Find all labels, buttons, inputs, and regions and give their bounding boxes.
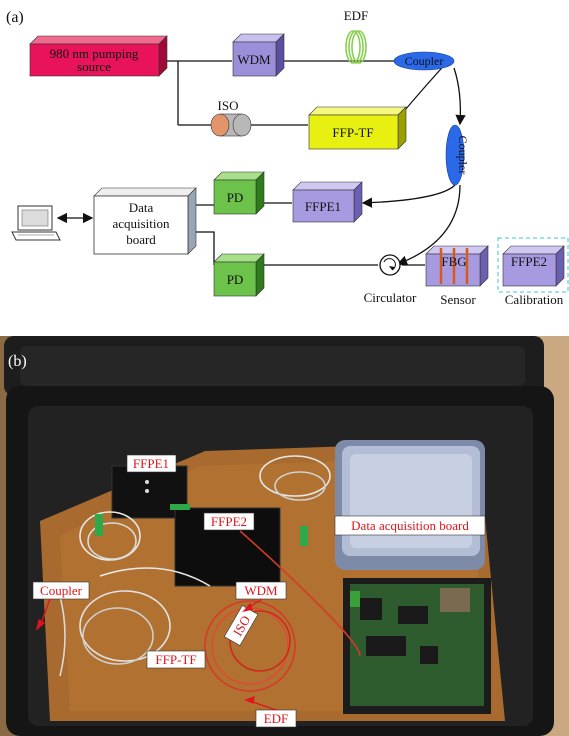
wdm-label: WDM [237, 52, 271, 67]
daq-board-block: Data acquisition board [93, 187, 197, 255]
pump-source-label-1: 980 nm pumping [50, 46, 139, 61]
sensor-label: Sensor [440, 292, 476, 307]
pd-1-label: PD [227, 190, 244, 205]
pd-1-block: PD [213, 171, 265, 215]
svg-text:FFPE1: FFPE1 [133, 456, 169, 471]
pump-source-label-2: source [77, 59, 111, 74]
fbg-grating-icon [439, 248, 469, 284]
edf-coil-icon [345, 30, 367, 64]
ffpe2-block: FFPE2 [502, 245, 565, 287]
coupler-2: Coupler [445, 124, 470, 186]
coupler-1-label: Coupler [405, 54, 444, 68]
coupler-2-label: Coupler [456, 136, 470, 175]
svg-text:Coupler: Coupler [40, 583, 83, 598]
ffpe1-label: FFPE1 [305, 199, 341, 214]
photo-label-daq: Data acquisition board [334, 515, 486, 536]
photo-pointer-arrows [35, 598, 277, 711]
calibration-label: Calibration [505, 292, 564, 307]
circulator-label: Circulator [364, 290, 417, 305]
circulator-icon [379, 254, 401, 276]
isolator: ISO [210, 98, 252, 137]
pump-source-block: 980 nm pumping source [29, 35, 168, 77]
fbg-sensor-block: FBG [425, 245, 489, 287]
ffp-tf-label: FFP-TF [332, 125, 373, 140]
svg-text:FFP-TF: FFP-TF [155, 652, 196, 667]
computer-icon [11, 205, 61, 241]
daq-label-1: Data [129, 200, 154, 215]
calibration-box [497, 237, 569, 293]
pd-2-block: PD [213, 253, 265, 297]
ffp-tf-block: FFP-TF [308, 106, 407, 150]
fbg-label: FBG [441, 254, 466, 269]
svg-text:Data acquisition board: Data acquisition board [351, 518, 469, 533]
ffpe1-block: FFPE1 [292, 181, 363, 223]
system-schematic: (a) 980 nm pumping source WDM [6, 8, 569, 307]
panel-a-label: (a) [6, 9, 24, 26]
daq-label-3: board [126, 232, 156, 247]
fiber-loops [59, 455, 361, 692]
coupler-1: Coupler [393, 51, 455, 71]
iso-label: ISO [218, 98, 239, 113]
svg-text:EDF: EDF [264, 711, 289, 726]
daq-label-2: acquisition [112, 216, 170, 231]
pd-2-label: PD [227, 272, 244, 287]
svg-text:WDM: WDM [244, 583, 278, 598]
edf-label: EDF [344, 8, 369, 23]
device-photo: (b) FFPE1 FFPE2 Data acquisition board C… [0, 336, 569, 736]
wdm-block: WDM [232, 33, 285, 77]
panel-b-label: (b) [8, 353, 27, 370]
photo-label-ffpe2: FFPE2 [203, 512, 255, 531]
photo-label-edf: EDF [255, 709, 297, 728]
ffpe2-label: FFPE2 [511, 254, 547, 269]
svg-text:FFPE2: FFPE2 [211, 514, 247, 529]
photo-label-coupler: Coupler [32, 581, 90, 600]
photo-label-ffpe1: FFPE1 [126, 454, 177, 473]
photo-label-wdm: WDM [235, 581, 287, 600]
photo-label-ffp-tf: FFP-TF [146, 650, 206, 669]
